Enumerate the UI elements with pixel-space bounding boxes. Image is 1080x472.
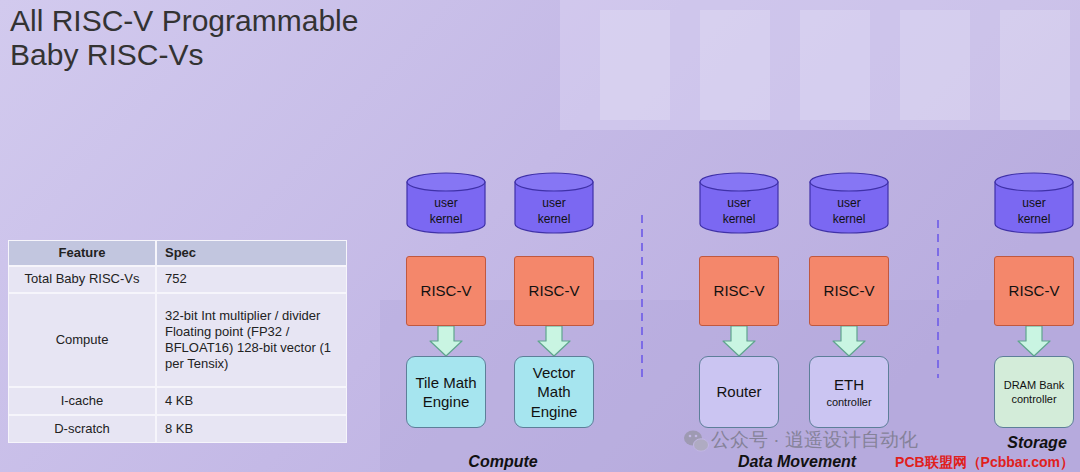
chat-bubble [694,439,709,451]
node-label: user kernel [419,196,473,227]
engine-box: ETHcontroller [809,356,889,428]
kernel-cylinder: user kernel [406,172,486,234]
node-label: RISC-V [824,281,875,301]
riscv-core-box: RISC-V [514,256,594,326]
riscv-core-box: RISC-V [406,256,486,326]
table-cell: Total Baby RISC-Vs [8,266,156,293]
kernel-cylinder: user kernel [514,172,594,234]
window-glow [560,0,1080,130]
cylinder-top [700,173,778,191]
block-arrow [833,326,865,356]
wechat-icon [684,431,709,452]
table-header-cell: Spec [156,240,347,266]
slide-title: All RISC-V Programmable Baby RISC-Vs [10,4,410,71]
cylinder-top [407,173,485,191]
node-label: RISC-V [714,281,765,301]
group-caption: Compute [468,453,537,471]
engine-box: DRAM Bank controller [994,356,1074,428]
table-cell: 32-bit Int multiplier / divider Floating… [156,293,347,387]
node-label: Vector Math Engine [518,363,590,422]
window-pane [800,10,870,120]
kernel-cylinder: user kernel [809,172,889,234]
watermark: 公众号 · 逍遥设计自动化 [711,429,918,451]
riscv-core-box: RISC-V [699,256,779,326]
table-cell: I-cache [8,387,156,415]
riscv-core-box: RISC-V [994,256,1074,326]
node-label: Router [716,382,761,402]
engine-box: Vector Math Engine [514,356,594,428]
group-divider [937,220,939,378]
table-cell: 8 KB [156,415,347,443]
node-label: DRAM Bank controller [998,378,1070,407]
cylinder-top [995,173,1073,191]
group-divider [641,215,643,378]
block-arrow [1018,326,1050,356]
node-label: RISC-V [421,281,472,301]
riscv-core-box: RISC-V [809,256,889,326]
chat-eye [689,435,692,438]
engine-box: Router [699,356,779,428]
kernel-cylinder: user kernel [699,172,779,234]
window-pane [600,10,670,120]
node-label: user kernel [822,196,876,227]
window-pane [700,10,770,120]
kernel-cylinder: user kernel [994,172,1074,234]
table-cell: 4 KB [156,387,347,415]
node-label: RISC-V [1009,281,1060,301]
node-label: controller [826,395,871,409]
cylinder-top [810,173,888,191]
node-label: user kernel [527,196,581,227]
block-arrow [430,326,462,356]
node-label: RISC-V [529,281,580,301]
table-cell: Compute [8,293,156,387]
table-cell: D-scratch [8,415,156,443]
cylinder-top [515,173,593,191]
block-arrow [723,326,755,356]
node-label: user kernel [1007,196,1061,227]
node-label: Tile Math Engine [410,373,482,412]
table-cell: 752 [156,266,347,293]
node-label: user kernel [712,196,766,227]
engine-box: Tile Math Engine [406,356,486,428]
block-arrow [538,326,570,356]
chat-eye [695,435,698,438]
window-pane [1000,10,1070,120]
table-header-cell: Feature [8,240,156,266]
watermark: PCB联盟网（Pcbbar.com） [895,454,1074,470]
node-label: ETH [834,375,864,395]
group-caption: Data Movement [738,453,856,471]
window-pane [900,10,970,120]
group-caption: Storage [1007,434,1067,452]
